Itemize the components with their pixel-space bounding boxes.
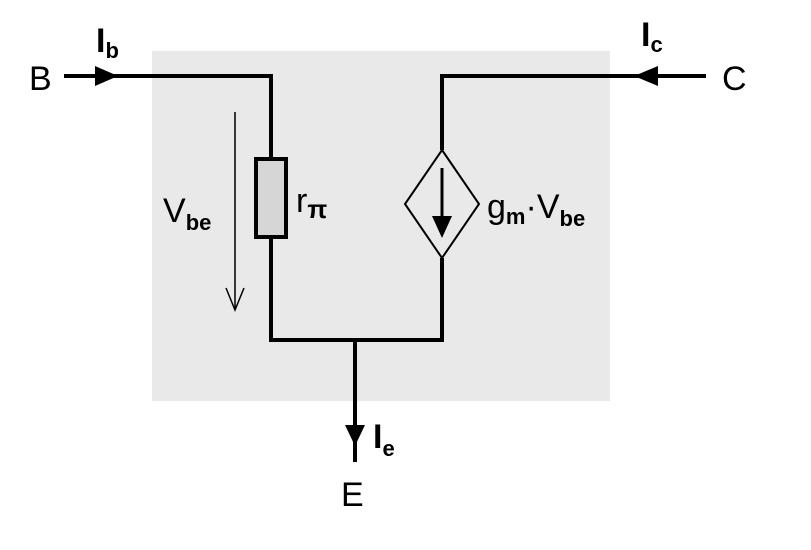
collector-current-label: Ic — [641, 16, 663, 57]
emitter-current-label: Ie — [373, 418, 395, 461]
vbe-arrow-head — [225, 287, 245, 312]
emitter-current-arrow — [345, 425, 365, 446]
gm-vbe-subscript: be — [560, 206, 586, 231]
gm-subscript: m — [506, 204, 526, 229]
vbe-subscript: be — [186, 210, 212, 235]
collector-terminal-label: C — [722, 60, 747, 98]
r-pi-symbol: r — [296, 182, 307, 220]
transistor-region — [152, 51, 610, 401]
collector-current-symbol: I — [641, 16, 650, 54]
emitter-current-symbol: I — [373, 418, 382, 456]
r-pi-label: rπ — [296, 182, 327, 224]
base-terminal-label: B — [29, 60, 52, 98]
collector-current-arrow — [634, 66, 658, 86]
gm-vbe-symbol: V — [537, 188, 560, 226]
resistor-r-pi — [254, 157, 288, 239]
base-current-label: Ib — [96, 22, 119, 63]
emitter-terminal-label: E — [341, 476, 364, 514]
gm-symbol: g — [487, 188, 506, 226]
r-pi-subscript: π — [307, 194, 327, 224]
collector-current-subscript: c — [650, 32, 662, 57]
base-current-arrow — [95, 66, 118, 86]
emitter-current-subscript: e — [382, 436, 394, 461]
source-arrow-head — [432, 216, 452, 238]
gm-vbe-separator: · — [525, 188, 536, 226]
base-current-symbol: I — [96, 22, 105, 60]
vbe-symbol: V — [163, 192, 186, 230]
vbe-label: Vbe — [163, 192, 211, 235]
gm-vbe-label: gm·Vbe — [487, 188, 585, 231]
base-current-subscript: b — [105, 38, 118, 63]
